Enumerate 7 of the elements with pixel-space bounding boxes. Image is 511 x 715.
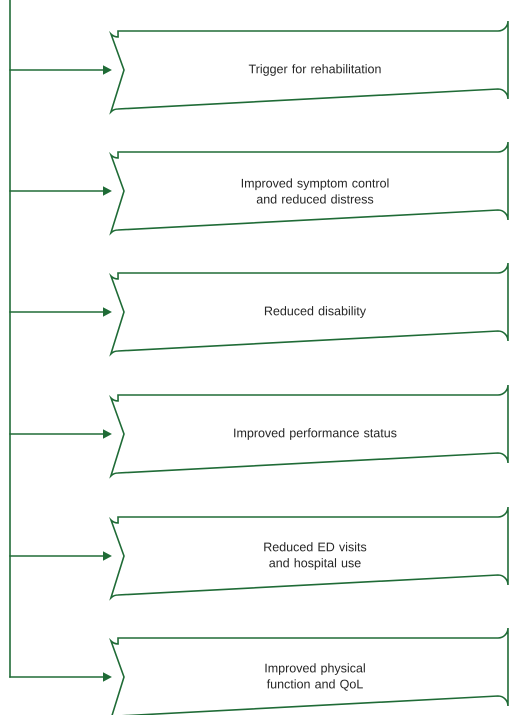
notched-box: Improved performance status — [110, 384, 509, 477]
trunk-line — [9, 0, 11, 678]
notched-box: Improved symptom control and reduced distress — [110, 141, 509, 234]
notched-box: Reduced ED visits and hospital use — [110, 506, 509, 599]
notched-box: Improved physical function and QoL — [110, 627, 509, 715]
notched-box: Trigger for rehabilitation — [110, 20, 509, 113]
notched-box: Reduced disability — [110, 262, 509, 355]
